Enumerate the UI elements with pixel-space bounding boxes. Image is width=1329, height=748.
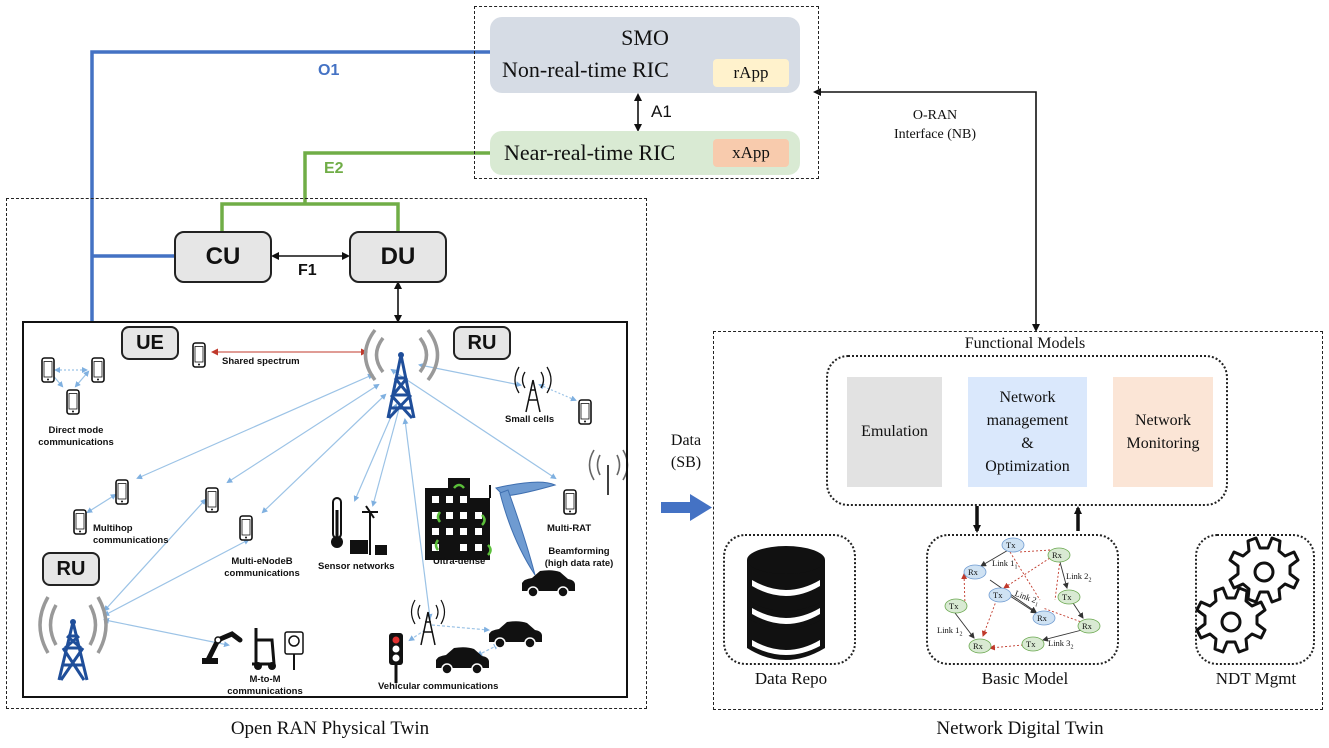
link-text: Link 3 (1048, 638, 1071, 648)
cu-node: CU (174, 231, 272, 283)
rx-node (1032, 610, 1056, 626)
nonrt-ric-label: Non-real-time RIC (502, 57, 669, 82)
xapp-chip: xApp (713, 139, 789, 167)
du-node: DU (349, 231, 447, 283)
ue-tag: UE (121, 326, 179, 360)
e2-label: E2 (324, 160, 344, 177)
m2m-label: M-to-M communications (227, 674, 303, 697)
rx-node (1047, 547, 1071, 563)
link-sub: 1 (1014, 564, 1018, 571)
network-monitoring-box: Network Monitoring (1113, 377, 1213, 487)
link-text: Link 1 (937, 625, 960, 635)
link-sub: 2 (1088, 577, 1092, 584)
node-tx: Tx (949, 601, 959, 611)
basic-model-box (926, 534, 1119, 665)
physical-twin-container (6, 198, 647, 709)
smo-box: SMO Non-real-time RIC rApp (490, 17, 800, 93)
near-rt-ric-box: Near-real-time RIC xApp (490, 131, 800, 175)
link-3-2-label: Link 32 (1048, 638, 1073, 651)
network-management-box: Network management & Optimization (968, 377, 1087, 487)
ndt-mgmt-label: NDT Mgmt (1215, 669, 1297, 688)
physical-twin-caption: Open RAN Physical Twin (230, 718, 430, 739)
node-tx: Tx (1026, 639, 1036, 649)
tx-node (1001, 537, 1025, 553)
multi-rat-label: Multi-RAT (547, 523, 592, 534)
small-cell-tower-icon (514, 366, 552, 413)
digital-twin-caption: Network Digital Twin (936, 718, 1104, 739)
node-rx: Rx (973, 641, 983, 651)
ndt-mgmt-box (1195, 534, 1315, 665)
sensor-networks-label: Sensor networks (318, 561, 395, 572)
node-tx: Tx (1062, 592, 1072, 602)
ru-tag-top: RU (453, 326, 511, 360)
ultra-dense-building-icon (425, 478, 492, 560)
node-rx: Rx (1082, 621, 1092, 631)
main-tower-icon (363, 328, 440, 420)
a1-label: A1 (651, 102, 672, 121)
beamforming-beam-icon (495, 481, 557, 576)
vehicular-tower-icon (410, 599, 446, 646)
o1-interface-line (90, 50, 490, 322)
near-rt-ric-label: Near-real-time RIC (504, 140, 676, 165)
node-rx: Rx (968, 567, 978, 577)
beamforming-label: Beamforming (high data rate) (544, 546, 614, 569)
link-text: Link 2 (1066, 571, 1089, 581)
small-cells-label: Small cells (505, 414, 555, 425)
orchestration-container (474, 6, 819, 179)
multi-rat-antenna-icon (588, 449, 629, 495)
data-repo-label: Data Repo (754, 669, 828, 688)
tx-node (944, 598, 968, 614)
data-sb-arrow (661, 494, 712, 521)
f1-label: F1 (298, 262, 317, 279)
link-1-1-label: Link 11 (992, 558, 1017, 571)
node-rx: Rx (1052, 550, 1062, 560)
traffic-light-icon (389, 633, 403, 683)
e2-interface-line (220, 151, 490, 231)
multihop-label: Multihop communications (93, 523, 169, 546)
basic-model-nodes (944, 537, 1101, 654)
tx-node (1021, 636, 1045, 652)
node-tx: Tx (1006, 540, 1016, 550)
rapp-chip: rApp (713, 59, 789, 87)
left-tower-icon (38, 596, 108, 681)
link-2-2-label: Link 22 (1066, 571, 1091, 584)
direct-mode-label: Direct mode communications (38, 425, 114, 448)
radio-links (48, 362, 577, 656)
link-text: Link 1 (992, 558, 1015, 568)
digital-twin-container (713, 331, 1323, 710)
ran-area (22, 321, 628, 698)
data-sb-label: Data (SB) (670, 432, 702, 472)
link-sub: 2 (1070, 644, 1074, 651)
rx-node (968, 638, 992, 654)
ultra-dense-label: Ultra-dense (433, 556, 486, 567)
data-repo-box (723, 534, 856, 665)
tx-node (988, 587, 1012, 603)
tx-node (1057, 589, 1081, 605)
multi-enodeb-label: Multi-eNodeB communications (224, 556, 300, 579)
smo-title: SMO (621, 25, 669, 50)
oran-nb-label: O-RAN Interface (NB) (893, 108, 976, 142)
sensor-network-icon (331, 497, 387, 555)
shared-spectrum-label: Shared spectrum (222, 356, 300, 367)
node-tx: Tx (993, 590, 1003, 600)
database-icon (747, 546, 825, 660)
node-rx: Rx (1037, 613, 1047, 623)
ru-tag-left: RU (42, 552, 100, 586)
rx-node (963, 564, 987, 580)
m2m-machines-icon (202, 628, 304, 670)
functional-models-title: Functional Models (964, 335, 1086, 352)
o1-label: O1 (318, 62, 340, 79)
emulation-box: Emulation (847, 377, 942, 487)
link-1-2-label: Link 12 (937, 625, 962, 638)
link-sub: 2 (959, 631, 963, 638)
basic-model-label: Basic Model (981, 669, 1069, 688)
vehicular-label: Vehicular communications (378, 681, 499, 692)
basic-model-edges (954, 548, 1085, 651)
rx-node (1077, 618, 1101, 634)
oran-nb-arrow (813, 88, 1040, 332)
